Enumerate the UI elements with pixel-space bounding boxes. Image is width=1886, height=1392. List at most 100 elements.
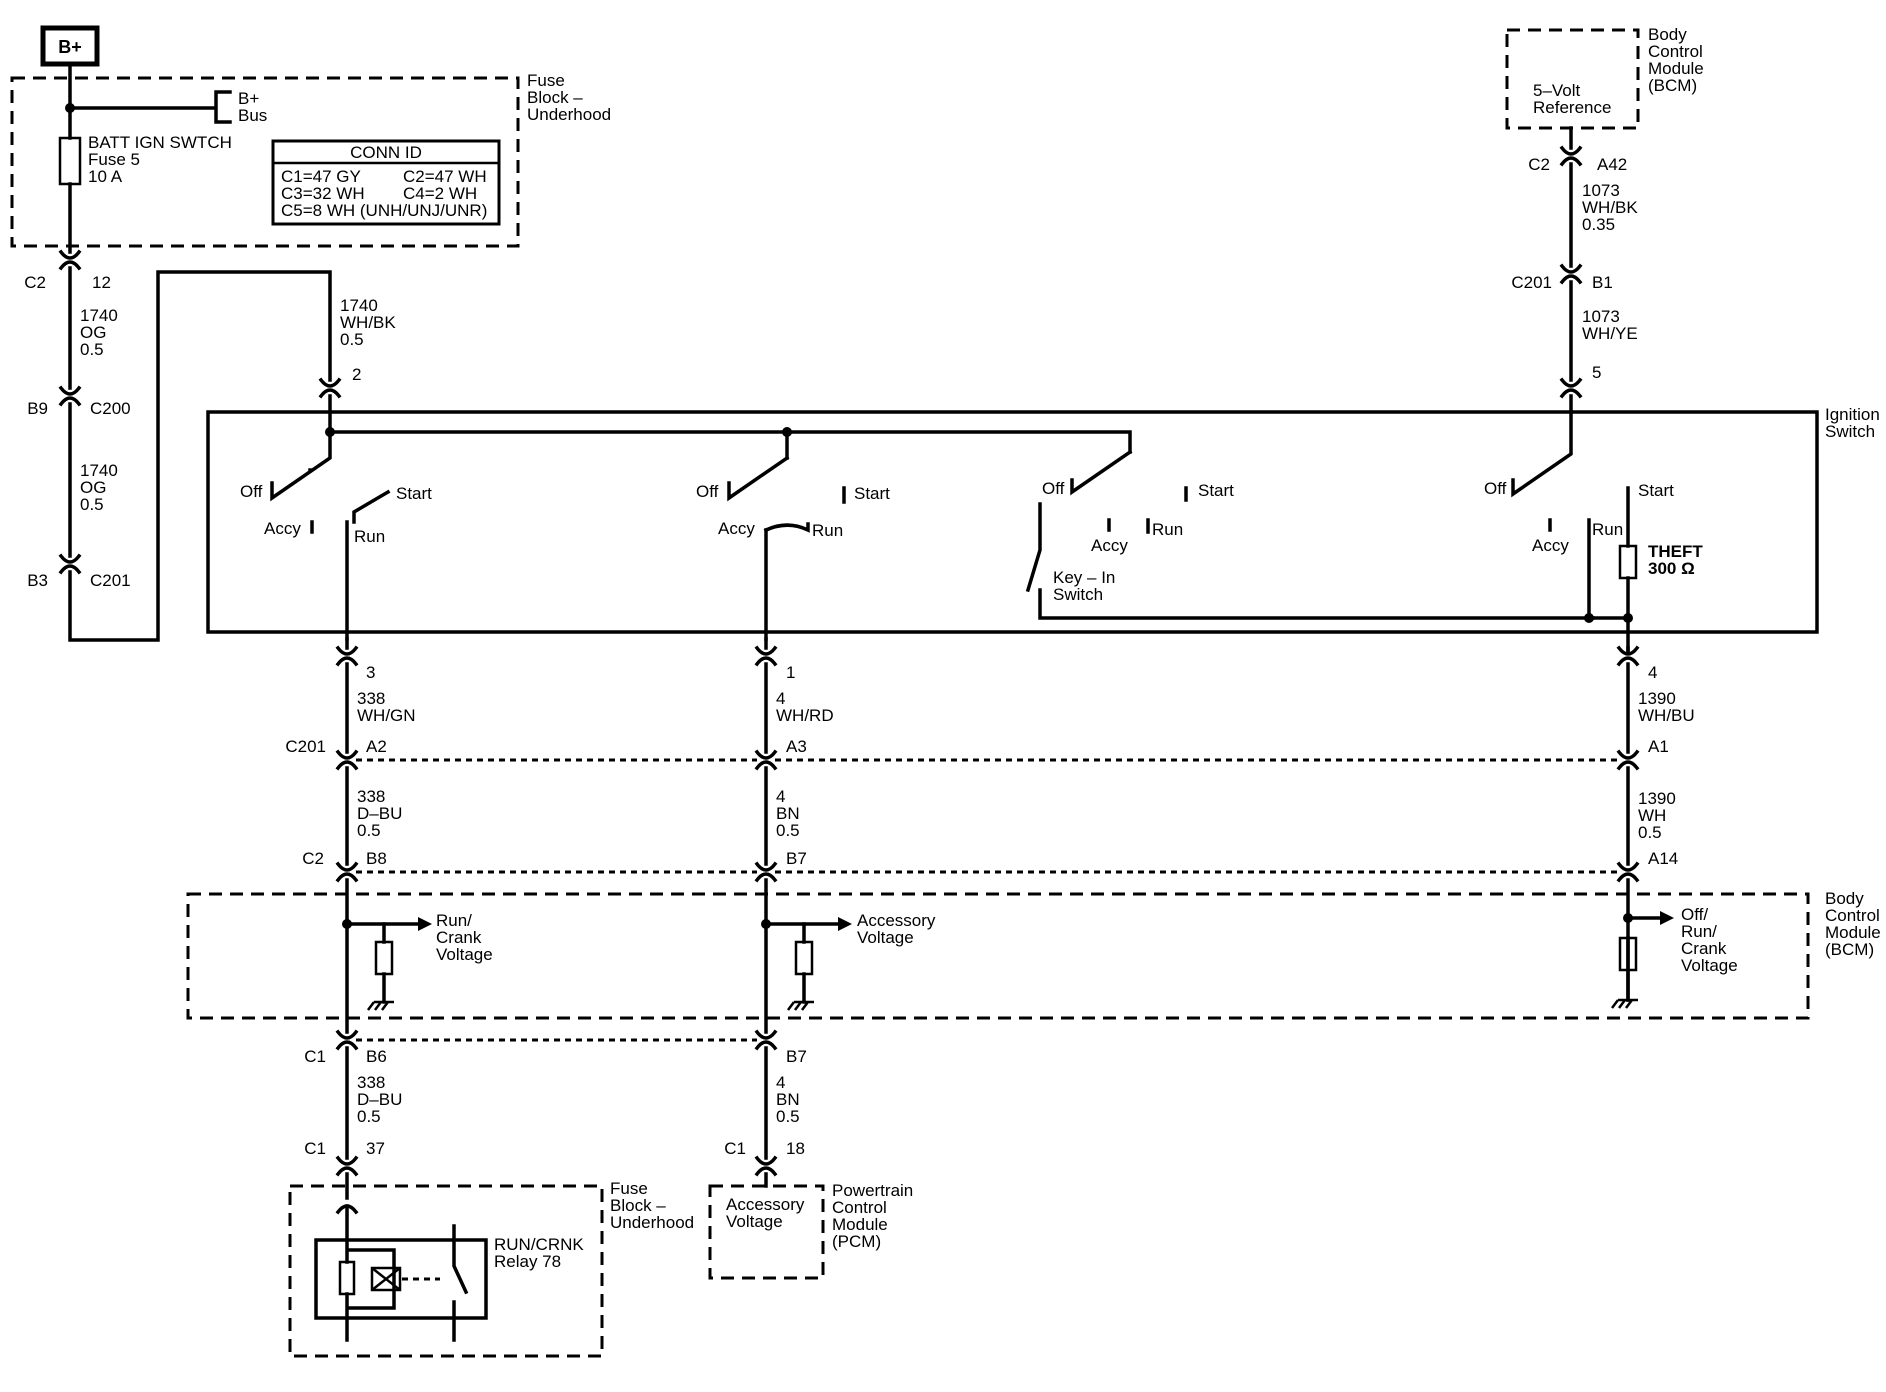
pcm-accessory-voltage: Accessory Voltage [726,1195,809,1231]
pin-label: 3 [366,663,375,682]
pin-label: 4 [1648,663,1657,682]
pin-label: A1 [1648,737,1669,756]
bus-label: B+ Bus [238,89,267,125]
theft-resistor-label: THEFT 300 Ω [1648,542,1708,578]
connector-label: C201 [1511,273,1552,292]
run-crnk-relay-78 [314,1204,488,1342]
wire-label: 338 D–BU 0.5 [357,787,407,840]
connector-symbol [1559,263,1583,285]
switch-position-start: Start [854,484,890,503]
connector-symbol [58,385,82,407]
conn-id-title: CONN ID [350,143,422,162]
left-feed-wire [68,62,332,642]
connector-symbol [58,553,82,575]
switch-position-accy: Accy [718,519,755,538]
bcm-input-run-crank [342,917,432,1011]
pin-label: 18 [786,1139,805,1158]
connector-symbol [1559,145,1583,167]
connector-label: C201 [90,571,131,590]
connector-label: C201 [285,737,326,756]
switch-position-accy: Accy [1091,536,1128,555]
pin-label: A42 [1597,155,1627,174]
switch-position-off: Off [696,482,719,501]
b-plus-bus-tap [68,90,232,124]
theft-resistor [1618,544,1638,580]
switch-position-run: Run [812,521,843,540]
switch-position-accy: Accy [1532,536,1569,555]
switch-position-run: Run [1152,520,1183,539]
bcm-label-run-crank: Run/ Crank Voltage [436,911,493,964]
conn-id-row: C5=8 WH (UNH/UNJ/UNR) [281,201,487,220]
wire-label: 1740 WH/BK 0.5 [340,296,400,349]
fuse-block-top-title: Fuse Block – Underhood [527,71,611,124]
switch-position-run: Run [1592,520,1623,539]
ignition-switch-section-4: Off Start Accy Run THEFT 300 Ω [1484,410,1708,654]
pin-label: 37 [366,1139,385,1158]
junction-dot [782,427,792,437]
connector-label: C1 [304,1047,326,1066]
connector-label: C2 [302,849,324,868]
bcm-top-title: Body Control Module (BCM) [1648,25,1709,95]
junction-dot [1584,613,1594,623]
ignition-switch-section-2: Off Start Accy Run [696,455,890,641]
connector-label: C2 [1528,155,1550,174]
connector-row-switch-output [335,645,1640,667]
wire-label: 1073 WH/BK 0.35 [1582,181,1642,234]
bcm-input-accessory [761,917,852,1011]
pin-label: B9 [27,399,48,418]
connector-row-c201 [335,749,1640,771]
switch-position-run: Run [354,527,385,546]
fuse-block-underhood-bottom [288,1184,604,1358]
pin-label: B3 [27,571,48,590]
switch-position-off: Off [240,482,263,501]
switch-position-accy: Accy [264,519,301,538]
wire-label: 4 BN 0.5 [776,787,804,840]
key-in-switch-label: Key – In Switch [1053,568,1120,604]
wire-label: 1390 WH/BU [1638,689,1695,725]
connector-label: C1 [724,1139,746,1158]
pin-label: 2 [352,365,361,384]
connector-symbol [1559,377,1583,399]
pin-label: B7 [786,1047,807,1066]
fuse-5-symbol [58,136,82,186]
switch-position-off: Off [1484,479,1507,498]
conn-id-row: C1=47 GY [281,167,361,186]
pin-label: B1 [1592,273,1613,292]
conn-id-row: C3=32 WH [281,184,365,203]
connector-symbol [318,377,342,399]
wire-label: 4 WH/RD [776,689,834,725]
pin-label: 5 [1592,363,1601,382]
bcm-bottom-box [186,892,1810,1020]
bcm-bottom-title: Body Control Module (BCM) [1825,889,1886,959]
fuse-block-bottom-title: Fuse Block – Underhood [610,1179,694,1232]
pcm-title: Powertrain Control Module (PCM) [832,1181,918,1251]
pin-label: A2 [366,737,387,756]
wire-label: 1390 WH 0.5 [1638,789,1681,842]
relay-label: RUN/CRNK Relay 78 [494,1235,588,1271]
pin-label: 1 [786,663,795,682]
connector-row-c1 [335,1029,778,1051]
conn-id-row: C2=47 WH [403,167,487,186]
wire-label: 1073 WH/YE [1582,307,1638,343]
switch-position-off: Off [1042,479,1065,498]
bcm-label-off-run-crank: Off/ Run/ Crank Voltage [1681,905,1738,975]
pin-label: 12 [92,273,111,292]
connector-row-c2 [335,861,1640,883]
pin-label: B8 [366,849,387,868]
conn-id-table [271,139,501,226]
five-volt-reference-label: 5–Volt Reference [1533,81,1611,117]
connector-label: C200 [90,399,131,418]
ignition-switch-title: Ignition Switch [1825,405,1885,441]
wire-label: 4 BN 0.5 [776,1073,804,1126]
connector-label: C2 [24,273,46,292]
pin-label: A14 [1648,849,1678,868]
switch-position-start: Start [396,484,432,503]
wire-label: 338 D–BU 0.5 [357,1073,407,1126]
connector-symbol [58,249,82,271]
fuse-block-underhood-top [10,76,520,248]
b-plus-label: B+ [58,37,82,57]
conn-id-row: C4=2 WH [403,184,477,203]
ignition-switch-box [206,410,1819,634]
wire-label: 1740 OG 0.5 [80,461,123,514]
